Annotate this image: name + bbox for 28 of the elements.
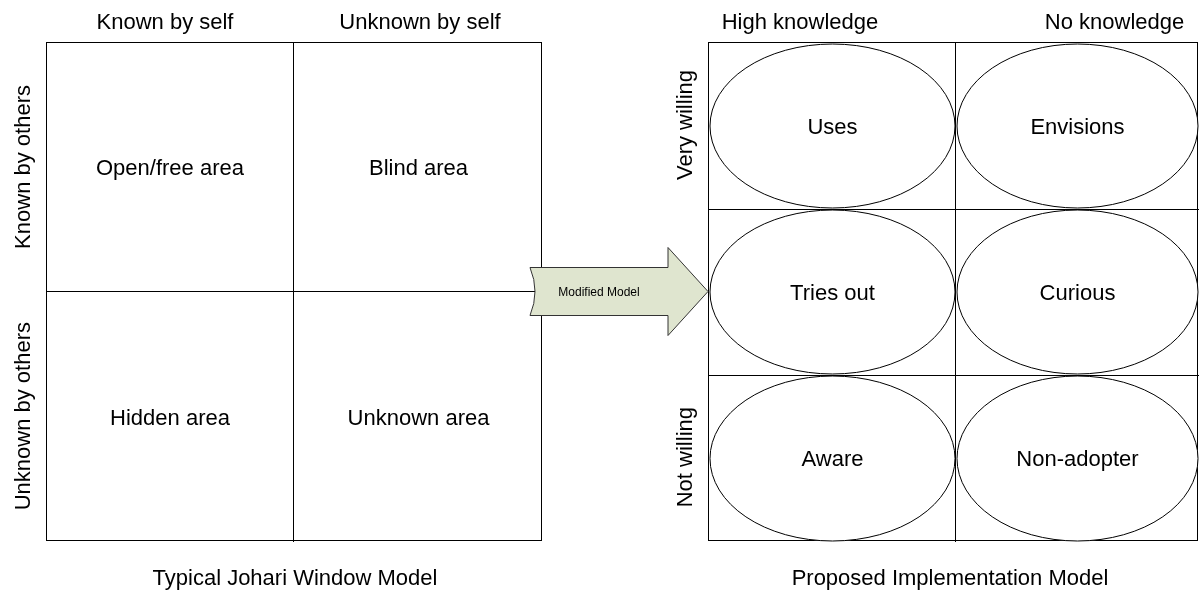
grid-box (708, 42, 1198, 541)
ellipse (709, 209, 956, 375)
column-label: Known by self (96, 7, 234, 36)
row-label: Unknown by others (8, 321, 36, 511)
column-label: Unknown by self (339, 7, 501, 36)
cell-text: Curious (1039, 278, 1116, 307)
column-label: No knowledge (1044, 7, 1185, 36)
column-label: High knowledge (721, 7, 879, 36)
cell-text: Aware (801, 445, 864, 473)
cell-text: Unknown area (347, 403, 490, 432)
cell-text: Tries out (790, 278, 875, 307)
caption: Proposed Implementation Model (791, 563, 1109, 592)
row-label: Known by others (8, 84, 36, 249)
caption: Typical Johari Window Model (152, 563, 438, 592)
cell-text: Uses (807, 112, 858, 141)
cell-text: Hidden area (110, 403, 230, 432)
ellipse (956, 375, 1199, 542)
grid-cell (47, 43, 294, 292)
row-label: Very willing (670, 69, 698, 180)
cell-text: Open/free area (96, 153, 244, 182)
ellipse (709, 43, 956, 209)
cell-text: Envisions (1030, 112, 1125, 141)
ellipse (709, 375, 956, 542)
row-label: Not willing (670, 407, 698, 508)
ellipse (956, 209, 1199, 375)
cell-text: Non-adopter (1016, 445, 1139, 473)
ellipse (956, 43, 1199, 209)
cell-text: Blind area (368, 153, 469, 182)
